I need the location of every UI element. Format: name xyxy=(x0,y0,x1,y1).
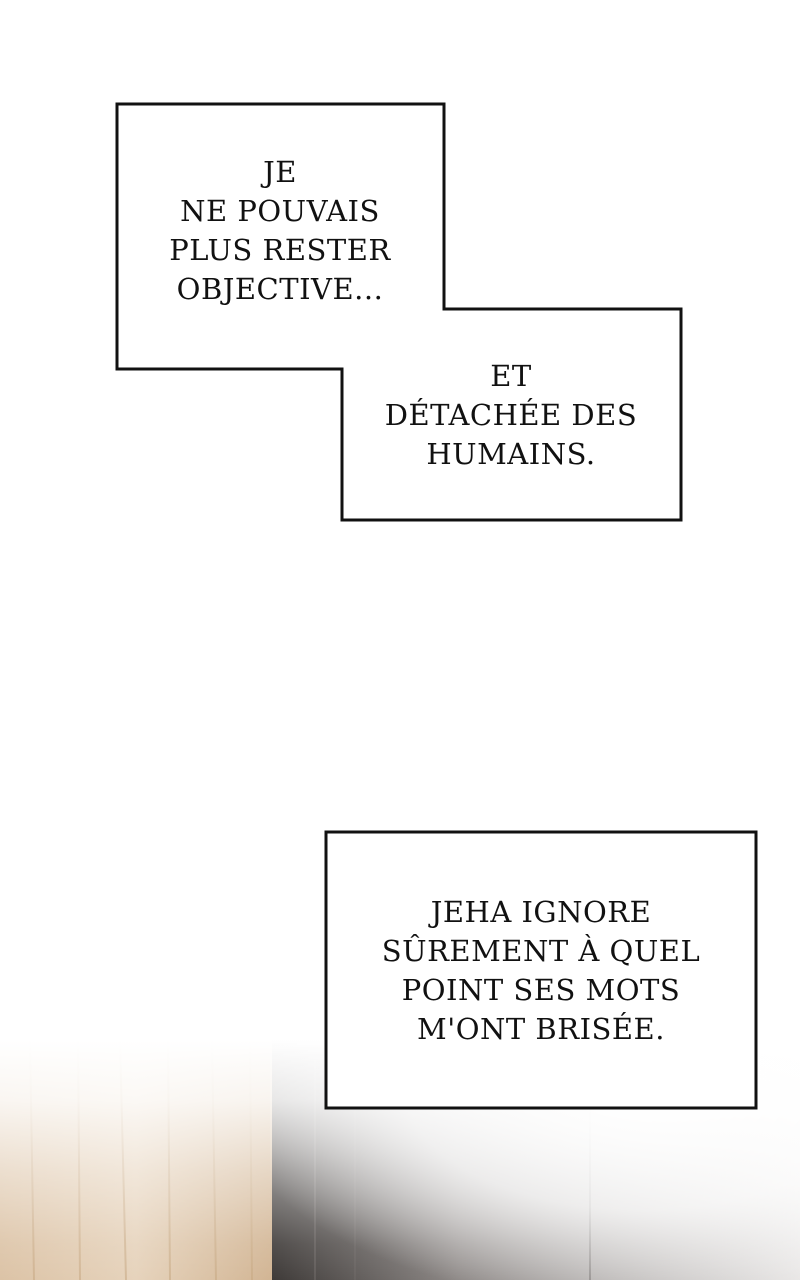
caption-line: PLUS RESTER xyxy=(169,233,391,267)
caption-line: DÉTACHÉE DES xyxy=(384,398,638,432)
caption-line: NE POUVAIS xyxy=(180,194,380,228)
caption-line: JEHA IGNORE xyxy=(430,895,652,929)
caption-3-text: JEHA IGNORE SÛREMENT À QUEL POINT SES MO… xyxy=(336,893,746,1049)
caption-box-bottom xyxy=(324,830,758,1110)
caption-line: SÛREMENT À QUEL xyxy=(381,934,701,968)
caption-line: ET xyxy=(490,359,532,393)
caption-box-stepped xyxy=(115,102,683,522)
caption-line: JE xyxy=(263,155,297,189)
caption-line: HUMAINS. xyxy=(426,437,596,471)
caption-line: M'ONT BRISÉE. xyxy=(417,1012,665,1046)
caption-1-text: JE NE POUVAIS PLUS RESTER OBJECTIVE... xyxy=(130,153,430,309)
caption-2-text: ET DÉTACHÉE DES HUMAINS. xyxy=(356,357,666,474)
caption-line: OBJECTIVE... xyxy=(176,272,384,306)
caption-line: POINT SES MOTS xyxy=(401,973,681,1007)
